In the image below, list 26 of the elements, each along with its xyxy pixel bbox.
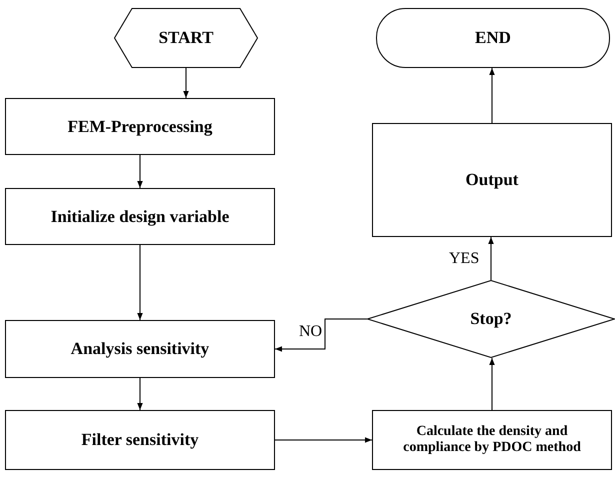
node-label: FEM-Preprocessing (68, 116, 212, 136)
node-label: END (475, 28, 511, 48)
node-label: Analysis sensitivity (70, 339, 210, 359)
process-box (5, 320, 275, 378)
node-label: Output (466, 170, 518, 190)
arrow (137, 154, 143, 188)
process-box (5, 188, 275, 245)
arrow (489, 68, 495, 124)
arrow (137, 244, 143, 320)
node-label: Stop? (470, 309, 512, 329)
decision-diamond (367, 280, 615, 358)
node-label: Calculate the density and compliance by PDOC method (402, 424, 582, 456)
arrow (274, 318, 368, 352)
process-box (372, 123, 612, 237)
arrow (488, 236, 494, 280)
node-label: START (158, 28, 214, 48)
process-box (372, 410, 612, 470)
process-box (5, 410, 275, 470)
node-label: Filter sensitivity (81, 430, 199, 450)
arrow (183, 68, 189, 98)
arrow (137, 378, 143, 410)
arrow (489, 358, 495, 410)
node-label: Initialize design variable (50, 206, 230, 226)
process-box (5, 98, 275, 155)
start-hexagon (114, 8, 258, 68)
arrow (274, 437, 372, 443)
